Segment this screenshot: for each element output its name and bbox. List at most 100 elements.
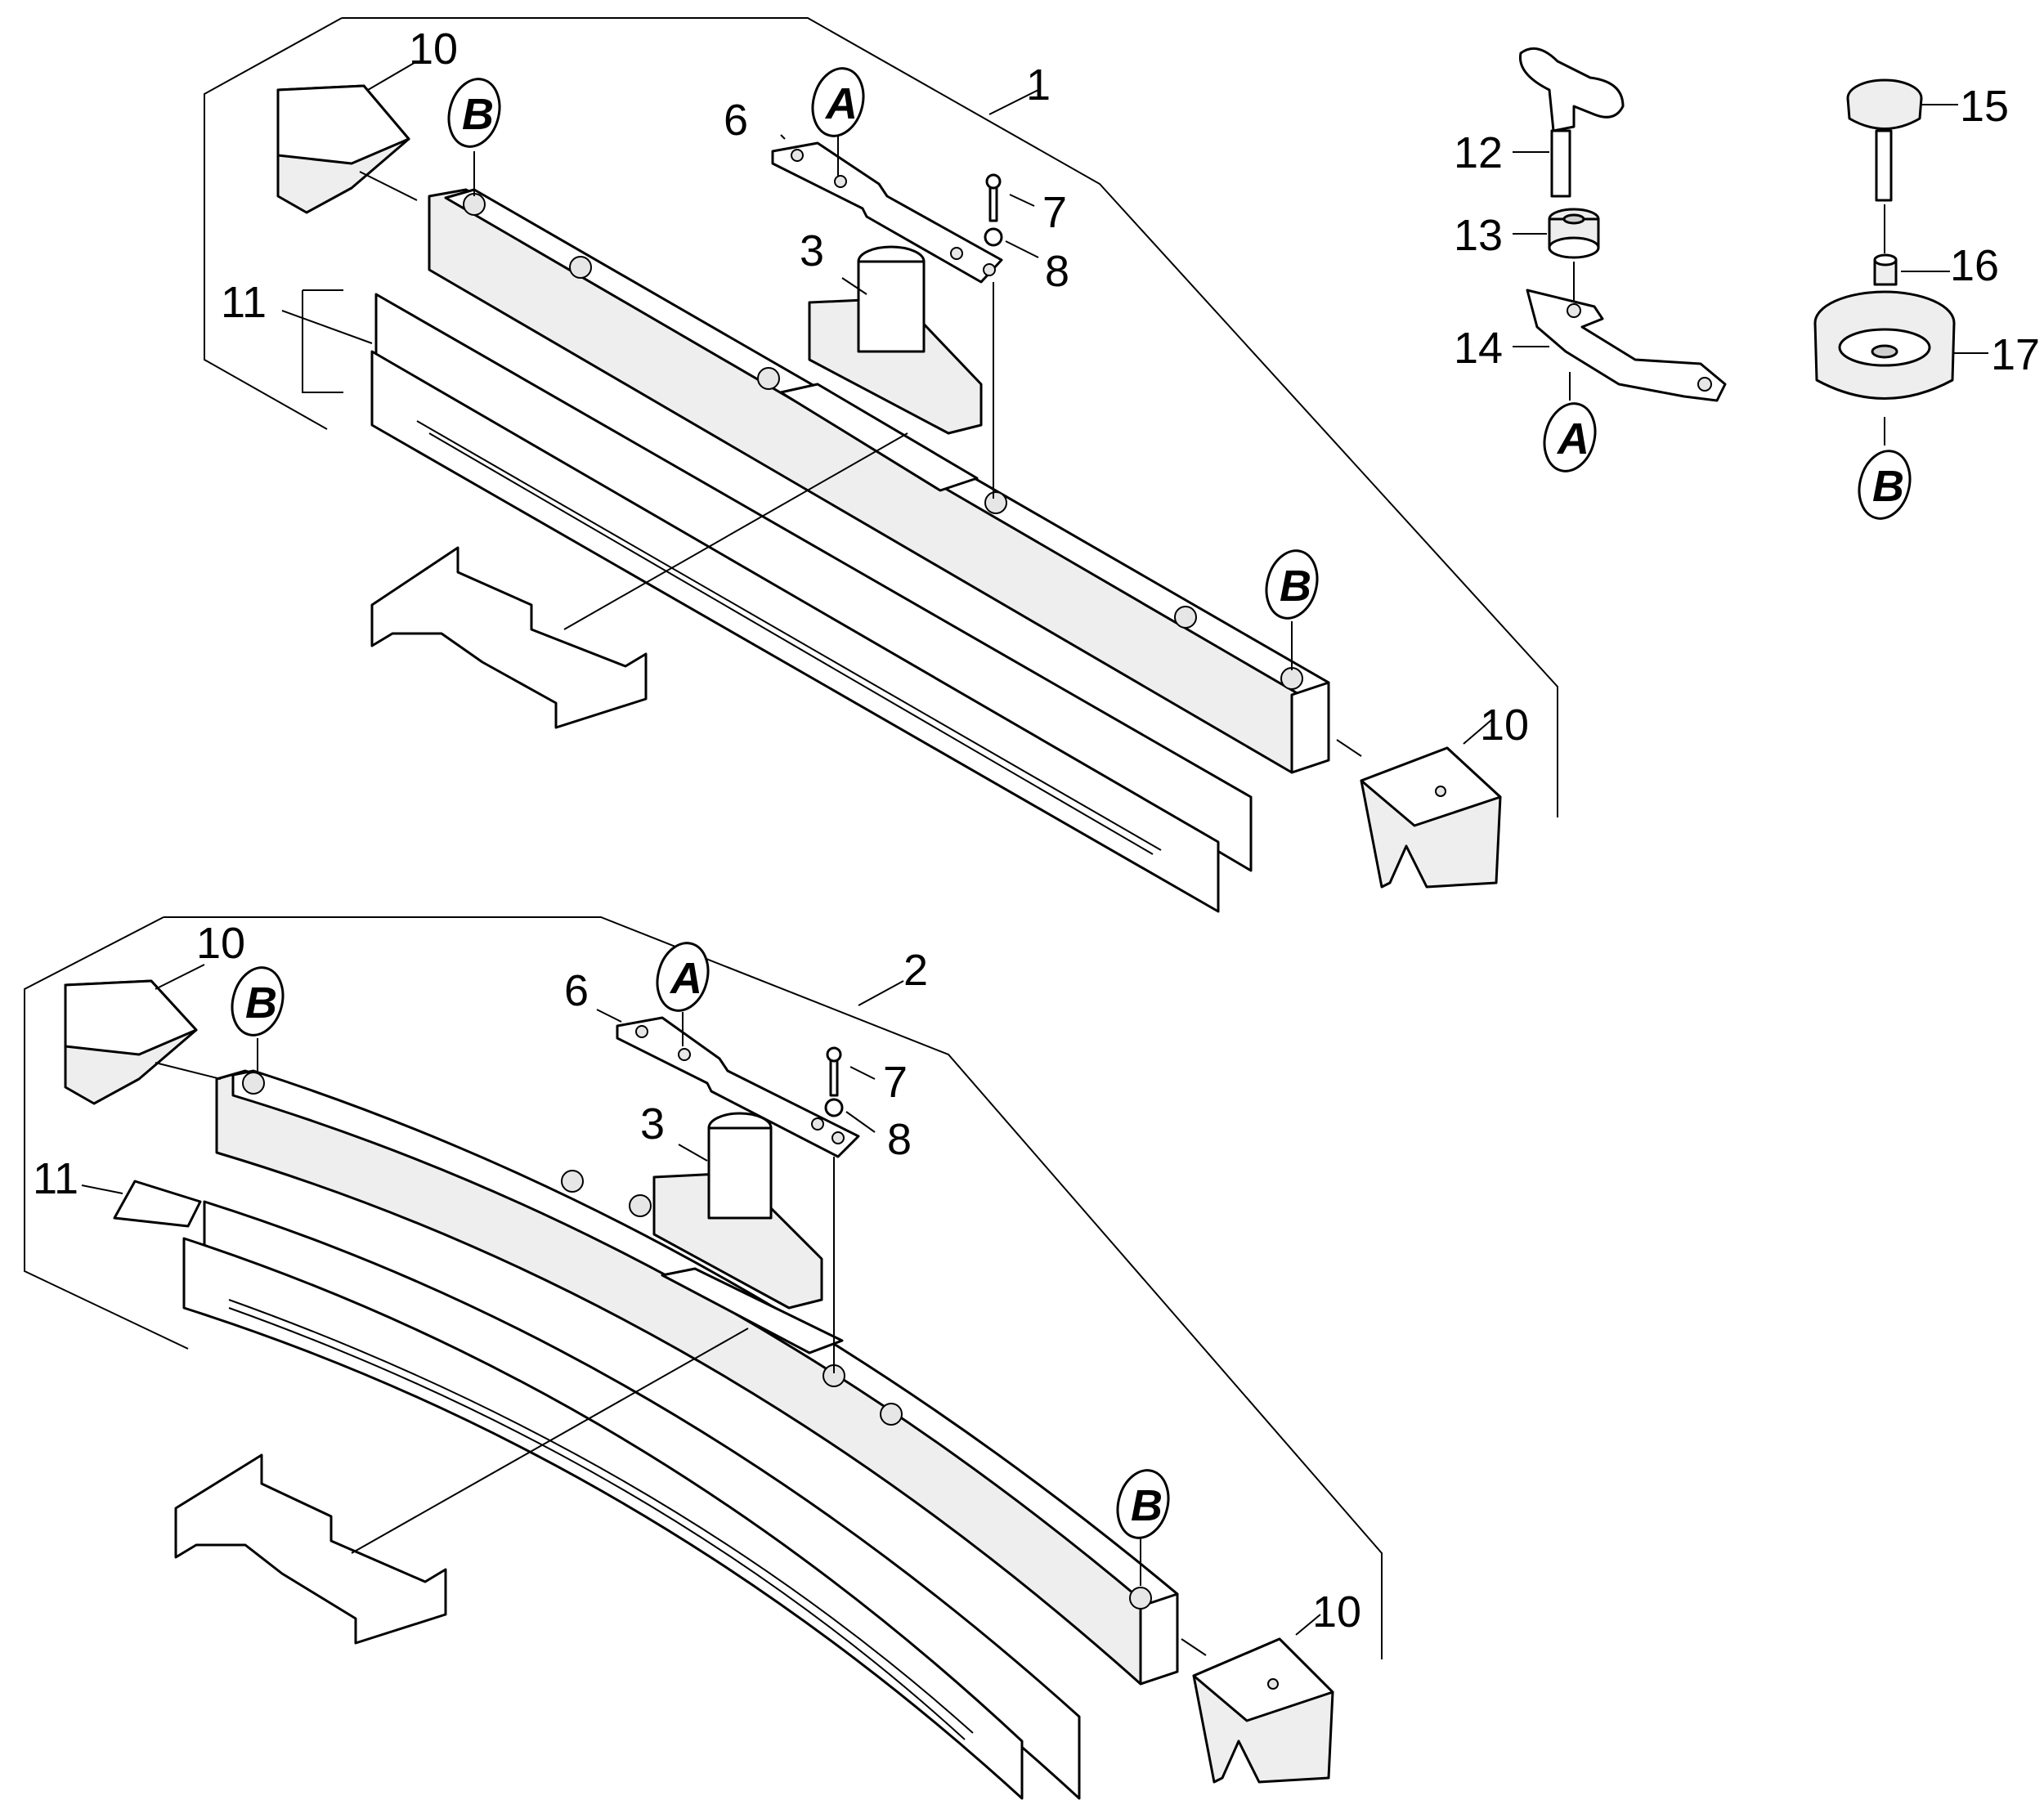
wing-bolt-head xyxy=(1518,47,1625,132)
frame-slot xyxy=(661,1267,844,1355)
knob-body xyxy=(1846,97,1923,130)
frame-end-plate xyxy=(1139,1592,1179,1686)
callout-b-top-right: B xyxy=(1265,549,1319,620)
leader-line xyxy=(359,171,418,201)
svg-text:B: B xyxy=(245,978,277,1028)
washer xyxy=(984,227,1003,247)
part-number-3: 3 xyxy=(800,226,824,275)
leader-line xyxy=(845,1111,876,1133)
blade-strip xyxy=(113,1180,202,1228)
leader-line xyxy=(780,134,786,140)
cap-hole xyxy=(1435,786,1446,797)
hose-connector-tube xyxy=(707,1126,773,1220)
blade-slot xyxy=(428,432,1154,855)
part-number-11: 11 xyxy=(33,1154,78,1203)
leader-line xyxy=(155,964,205,990)
leader-line xyxy=(81,1184,123,1194)
end-cap-left-top xyxy=(64,979,198,1056)
part-number-15: 15 xyxy=(1960,82,2009,131)
leader-line xyxy=(1463,719,1493,745)
svg-text:A: A xyxy=(824,79,858,128)
end-cap-left-top xyxy=(276,84,410,165)
plate-hole xyxy=(791,149,804,162)
frame-hole xyxy=(242,1072,265,1095)
clamp-bracket xyxy=(174,1453,447,1645)
blade-slot xyxy=(228,1299,974,1734)
svg-text:B: B xyxy=(1131,1481,1163,1530)
part-number-8: 8 xyxy=(887,1115,912,1164)
plate-hole xyxy=(950,247,963,260)
leader-line xyxy=(1005,240,1039,258)
svg-text:A: A xyxy=(669,954,702,1003)
end-cap-right-top xyxy=(1192,1637,1334,1722)
lever-hole xyxy=(1697,377,1712,392)
svg-text:B: B xyxy=(1872,462,1904,511)
lever-plate xyxy=(1526,289,1727,402)
callout-a-top: A xyxy=(811,67,865,137)
leader-line xyxy=(841,277,867,295)
frame-hole xyxy=(880,1403,903,1426)
frame-hole xyxy=(757,367,780,390)
part-number-8: 8 xyxy=(1045,247,1069,296)
part-number-11: 11 xyxy=(221,278,267,327)
part-number-1: 1 xyxy=(1026,60,1051,110)
frame-hole xyxy=(1174,606,1197,629)
part-number-6: 6 xyxy=(564,966,589,1015)
bracket-11 xyxy=(302,290,343,393)
callout-b-right: B xyxy=(1858,450,1912,520)
part-number-7: 7 xyxy=(1042,188,1067,237)
spacer-bore xyxy=(1562,213,1585,225)
screw xyxy=(829,1057,839,1097)
plate-hole xyxy=(678,1048,691,1061)
leader-line xyxy=(281,310,373,344)
leader-line xyxy=(155,1062,222,1080)
frame-hole xyxy=(561,1170,584,1193)
part-number-6: 6 xyxy=(724,96,748,145)
hose-connector-tube xyxy=(857,260,926,353)
leader-line xyxy=(1009,194,1035,207)
plate-hole xyxy=(834,175,847,188)
part-number-10: 10 xyxy=(196,919,245,968)
bushing-top xyxy=(1873,253,1898,266)
squeegee-blade-front xyxy=(370,350,1220,913)
leader-line xyxy=(849,1066,876,1080)
knob-shaft xyxy=(1875,129,1893,202)
blade-slot xyxy=(228,1307,966,1740)
wing-bolt-shaft xyxy=(1550,129,1571,198)
blade-slot xyxy=(416,420,1162,851)
wheel-bore xyxy=(1871,344,1898,359)
leader-line xyxy=(563,432,908,630)
leader-line xyxy=(1336,739,1362,757)
leader-line xyxy=(858,980,904,1006)
svg-text:B: B xyxy=(462,90,494,139)
leader-line xyxy=(596,1009,622,1023)
cap-hole xyxy=(1267,1678,1279,1690)
part-number-10: 10 xyxy=(1312,1587,1361,1637)
leader-line xyxy=(678,1144,708,1162)
end-cap-right-top xyxy=(1360,746,1502,827)
clamp-bracket xyxy=(370,546,648,729)
wing-bolt-group xyxy=(1513,47,1727,402)
knob-wheel-group xyxy=(1813,78,1988,446)
plate-hole xyxy=(831,1131,845,1144)
squeegee-blade-front xyxy=(182,1237,1024,1800)
plate-hole xyxy=(635,1025,648,1038)
callout-b-top-left: B xyxy=(447,78,501,148)
leader-line xyxy=(988,89,1039,115)
frame-end-plate xyxy=(1290,681,1330,774)
assembly-straight xyxy=(204,17,1558,913)
assembly-boundary-line xyxy=(164,916,1383,1659)
screw-head xyxy=(985,173,1002,190)
frame-hole xyxy=(984,491,1007,514)
spacer-bottom xyxy=(1548,236,1600,259)
callout-a-right: A xyxy=(1543,402,1597,472)
assembly-boundary-line xyxy=(342,17,1558,817)
leader-line xyxy=(351,1328,749,1554)
callout-b-bottom-right: B xyxy=(1116,1469,1170,1539)
part-number-16: 16 xyxy=(1950,241,1999,290)
screw xyxy=(988,182,998,222)
svg-text:B: B xyxy=(1280,562,1311,611)
leader-line xyxy=(1295,1614,1321,1636)
leader-line xyxy=(367,60,418,91)
part-number-10: 10 xyxy=(409,25,458,74)
